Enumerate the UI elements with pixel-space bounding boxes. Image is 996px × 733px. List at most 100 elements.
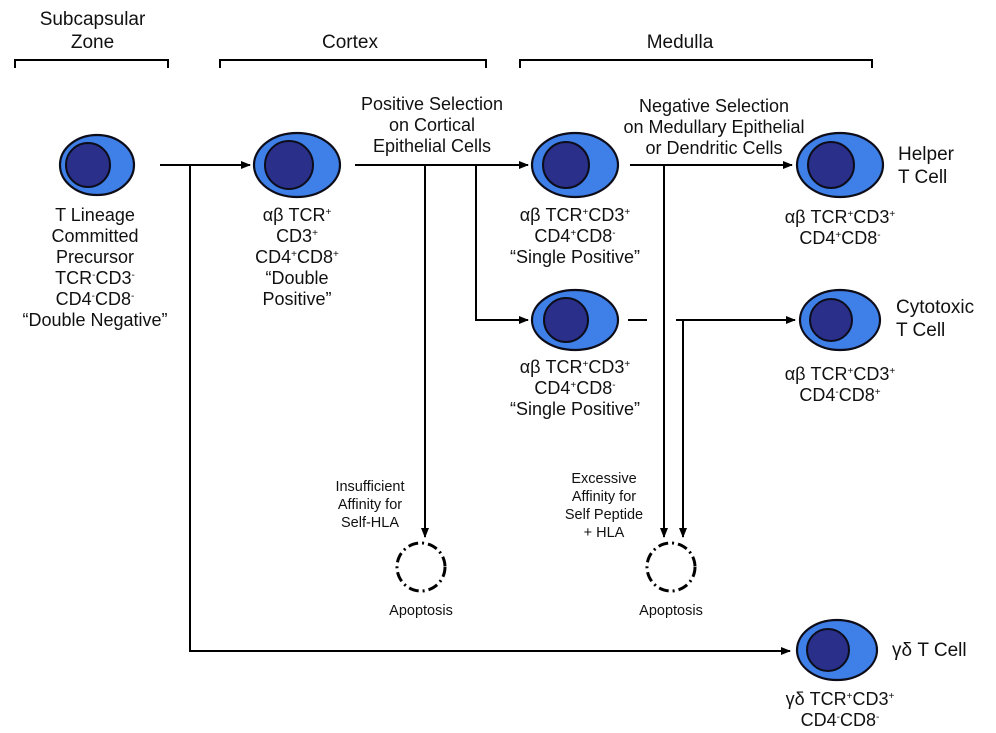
phenotype-superscript: -	[877, 230, 881, 241]
phenotype-line: αβ TCR+CD3+	[495, 357, 655, 378]
phenotype-text: “Single Positive”	[509, 399, 641, 419]
negative-selection-line: on Medullary Epithelial	[623, 117, 805, 137]
positive-selection-line: on Cortical	[388, 115, 476, 135]
positive-selection-line: Epithelial Cells	[372, 136, 492, 156]
phenotype-line: CD4+CD8-	[760, 228, 920, 249]
phenotype-text: CD3	[276, 226, 313, 246]
excessive-affinity-line: + HLA	[583, 525, 625, 541]
phenotype-text: CD8	[95, 289, 132, 309]
phenotype-superscript: +	[889, 366, 896, 377]
phenotype-line: Positive”	[222, 289, 372, 310]
phenotype-line: CD3+	[222, 226, 372, 247]
phenotype-line: CD4+CD8-	[495, 226, 655, 247]
cytotoxic-title-line: T Cell	[896, 320, 946, 341]
apoptotic-cell-right	[645, 541, 697, 593]
phenotype-text: γδ TCR	[785, 689, 847, 709]
phenotype-text: “Single Positive”	[509, 247, 641, 267]
phenotype-superscript: -	[612, 228, 616, 239]
phenotype-superscript: +	[312, 228, 318, 239]
phenotype-line: Precursor	[5, 247, 185, 268]
phenotype-superscript: -	[131, 291, 135, 302]
cytotoxic-phenotype: αβ TCR+CD3+CD4-CD8+	[760, 364, 920, 406]
phenotype-superscript: -	[876, 712, 880, 723]
phenotype-line: CD4-CD8-	[5, 289, 185, 310]
phenotype-text: “Double Negative”	[22, 310, 168, 330]
cytotoxic-title-line: Cytotoxic	[896, 297, 975, 318]
single-positive-top-phenotype: αβ TCR+CD3+CD4+CD8-“Single Positive”	[495, 205, 655, 268]
cytotoxic-t-cell-title: Cytotoxic T Cell	[896, 296, 996, 342]
phenotype-line: γδ TCR+CD3+	[760, 689, 920, 710]
negative-selection-label: Negative Selection on Medullary Epitheli…	[598, 96, 830, 159]
phenotype-line: “Single Positive”	[495, 399, 655, 420]
insufficient-affinity-line: Self-HLA	[340, 515, 400, 531]
phenotype-text: CD8	[297, 247, 334, 267]
phenotype-text: CD8	[840, 710, 877, 730]
phenotype-text: CD3	[588, 205, 625, 225]
phenotype-superscript: +	[847, 209, 854, 220]
phenotype-text: CD8	[841, 228, 878, 248]
phenotype-text: CD4	[55, 289, 92, 309]
phenotype-text: Committed	[51, 226, 139, 246]
gamma-delta-t-cell-title: γδ T Cell	[892, 640, 967, 661]
cell-double-positive	[252, 131, 342, 199]
phenotype-line: “Single Positive”	[495, 247, 655, 268]
insufficient-affinity-label: Insufficient Affinity for Self-HLA	[315, 478, 425, 532]
phenotype-superscript: +	[835, 230, 842, 241]
phenotype-superscript: +	[582, 359, 589, 370]
phenotype-text: αβ TCR	[519, 357, 583, 377]
phenotype-superscript: +	[333, 249, 339, 260]
phenotype-line: Committed	[5, 226, 185, 247]
phenotype-superscript: -	[836, 712, 840, 723]
phenotype-text: Precursor	[55, 247, 135, 267]
excessive-affinity-line: Self Peptide	[564, 507, 644, 523]
zone-title-medulla: Medulla	[646, 32, 714, 53]
phenotype-text: αβ TCR	[262, 205, 326, 225]
negative-selection-line: or Dendritic Cells	[645, 138, 783, 158]
zone-title-subcapsular-line: Subcapsular	[39, 9, 146, 30]
phenotype-text: CD8	[576, 226, 613, 246]
zone-title-subcapsular: Subcapsular Zone	[15, 8, 170, 54]
phenotype-line: CD4-CD8+	[760, 385, 920, 406]
phenotype-line: CD4-CD8-	[760, 710, 920, 731]
phenotype-text: CD4	[800, 710, 837, 730]
phenotype-superscript: -	[612, 380, 616, 391]
excessive-affinity-label: Excessive Affinity for Self Peptide + HL…	[548, 470, 660, 542]
positive-selection-label: Positive Selection on Cortical Epithelia…	[342, 94, 522, 157]
excessive-affinity-line: Affinity for	[571, 489, 637, 505]
apoptosis-label-right: Apoptosis	[639, 603, 703, 619]
phenotype-text: CD3	[95, 268, 132, 288]
phenotype-line: αβ TCR+CD3+	[760, 364, 920, 385]
phenotype-line: αβ TCR+CD3+	[760, 207, 920, 228]
phenotype-superscript: -	[835, 387, 839, 398]
single-positive-bottom-phenotype: αβ TCR+CD3+CD4+CD8-“Single Positive”	[495, 357, 655, 420]
phenotype-text: TCR	[55, 268, 93, 288]
cell-single-positive-top	[530, 131, 620, 199]
phenotype-line: T Lineage	[5, 205, 185, 226]
phenotype-superscript: +	[847, 366, 854, 377]
phenotype-line: αβ TCR+CD3+	[495, 205, 655, 226]
zone-title-subcapsular-line: Zone	[70, 32, 115, 53]
phenotype-text: αβ TCR	[784, 364, 848, 384]
phenotype-text: CD3	[853, 207, 890, 227]
phenotype-text: CD4	[534, 226, 571, 246]
phenotype-line: “Double	[222, 268, 372, 289]
phenotype-text: “Double	[265, 268, 329, 288]
cell-double-negative	[58, 133, 136, 197]
negative-selection-line: Negative Selection	[638, 96, 790, 116]
zone-bracket-medulla	[519, 59, 873, 68]
phenotype-superscript: +	[291, 249, 297, 260]
phenotype-superscript: +	[888, 691, 895, 702]
cell-gamma-delta	[795, 618, 879, 682]
arrow-dp-to-sp-bottom	[475, 165, 529, 324]
cell-cytotoxic	[798, 288, 882, 352]
phenotype-text: CD3	[852, 689, 889, 709]
helper-title-line: Helper	[898, 144, 954, 165]
positive-selection-line: Positive Selection	[360, 94, 504, 114]
phenotype-superscript: +	[570, 380, 577, 391]
phenotype-line: TCR-CD3-	[5, 268, 185, 289]
helper-phenotype: αβ TCR+CD3+CD4+CD8-	[760, 207, 920, 249]
phenotype-text: αβ TCR	[519, 205, 583, 225]
